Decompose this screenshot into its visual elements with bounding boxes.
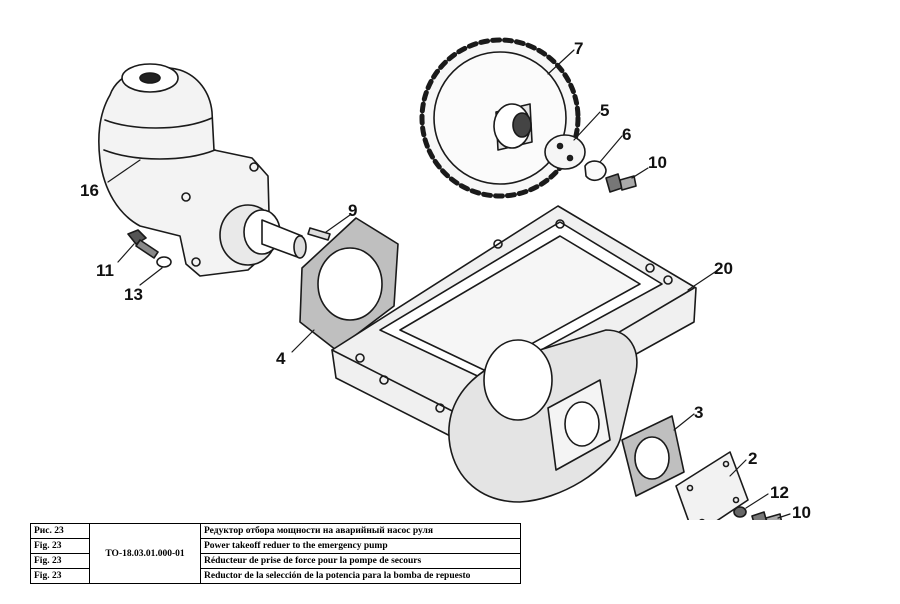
caption-text: Редуктор отбора мощности на аварийный на… <box>200 523 521 539</box>
bolt-part-10-lower <box>751 511 783 520</box>
caption-table: Рис. 23 ТО-18.03.01.000-01 Редуктор отбо… <box>30 523 521 584</box>
callout-13: 13 <box>124 285 143 304</box>
callout-2: 2 <box>748 449 757 468</box>
callout-5: 5 <box>600 101 609 120</box>
caption-row: Рис. 23 ТО-18.03.01.000-01 Редуктор отбо… <box>30 523 521 584</box>
callout-11: 11 <box>96 261 114 280</box>
gasket-part-3 <box>621 415 685 497</box>
leader-lines <box>107 49 791 519</box>
callout-10-lower: 10 <box>792 503 811 520</box>
washer-part-13 <box>156 256 172 268</box>
cover-part-2 <box>675 451 749 520</box>
caption-text: Reductor de la selección de la potencia … <box>200 568 521 584</box>
caption-label: Fig. 23 <box>30 538 90 554</box>
callout-10-upper: 10 <box>648 153 667 172</box>
bolt-part-10-upper <box>605 173 637 193</box>
drawing-code: ТО-18.03.01.000-01 <box>89 523 201 584</box>
caption-text: Réducteur de prise de force pour la pomp… <box>200 553 521 569</box>
caption-row: Fig. 23 Reductor de la selección de la p… <box>30 568 521 584</box>
gear-wheel-part-7 <box>419 37 581 199</box>
callout-4: 4 <box>276 349 286 368</box>
lock-washer-part-6 <box>584 160 607 182</box>
callout-3: 3 <box>694 403 703 422</box>
callout-16: 16 <box>80 181 99 200</box>
caption-label: Fig. 23 <box>30 568 90 584</box>
callout-7: 7 <box>574 39 583 58</box>
gearbox-housing-part-20 <box>331 205 697 503</box>
gasket-part-4 <box>299 217 399 351</box>
exploded-assembly-drawing: 16 9 11 13 4 7 5 6 10 20 3 2 12 10 <box>80 37 811 520</box>
callout-9: 9 <box>348 201 357 220</box>
cover-plate-part-5 <box>544 134 586 170</box>
callout-12: 12 <box>770 483 789 502</box>
key-pin-part-9 <box>307 227 331 241</box>
caption-label: Fig. 23 <box>30 553 90 569</box>
callout-20: 20 <box>714 259 733 278</box>
washer-part-12 <box>733 506 747 518</box>
caption-label: Рис. 23 <box>30 523 90 539</box>
caption-text: Power takeoff reduer to the emergency pu… <box>200 538 521 554</box>
caption-row: Fig. 23 Réducteur de prise de force pour… <box>30 553 521 569</box>
bolt-part-11 <box>127 229 159 259</box>
hydraulic-pump-part-16 <box>98 63 307 277</box>
callout-6: 6 <box>622 125 631 144</box>
